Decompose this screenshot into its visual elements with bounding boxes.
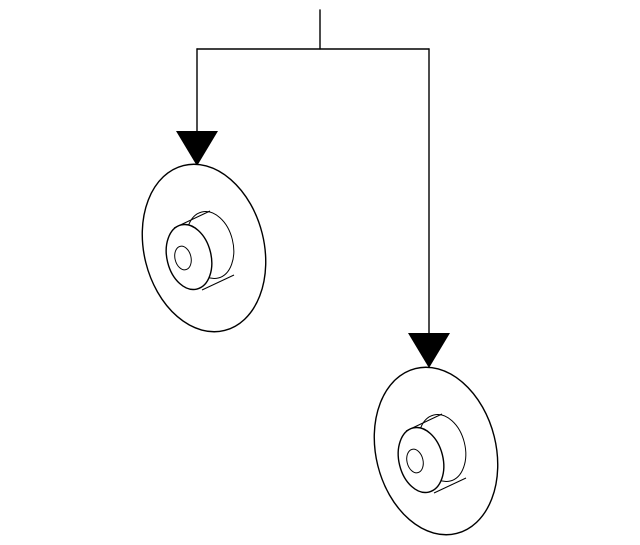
part-a-bushing-side-bottom (201, 274, 235, 291)
part-b-bushing-side-bottom (433, 477, 467, 494)
part-b-bushing-bore (406, 448, 424, 474)
arrowhead-left-icon (176, 131, 218, 166)
part-a-disc-bushing (141, 163, 267, 333)
part-a-bushing-bore (174, 245, 192, 271)
part-b-bushing-front (397, 426, 445, 494)
callout-leaders (176, 9, 450, 368)
part-b-disc-bushing (373, 366, 499, 536)
arrowhead-right-icon (408, 333, 450, 368)
part-a-bushing-front (165, 223, 213, 291)
